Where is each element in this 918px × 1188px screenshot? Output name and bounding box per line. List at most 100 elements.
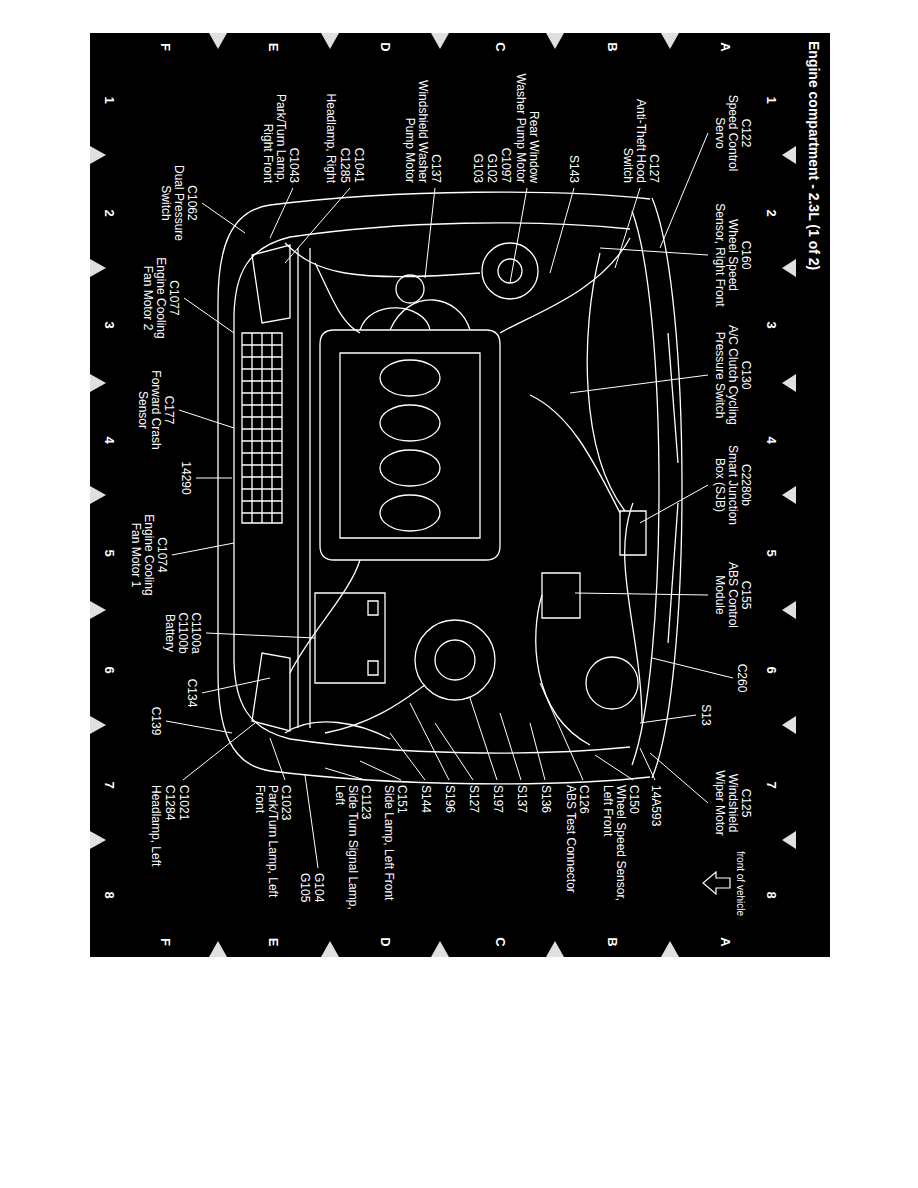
grid-reference: B	[605, 37, 620, 57]
grid-marker	[782, 486, 796, 504]
grid-marker	[782, 259, 796, 277]
callout-label: C2280b	[739, 435, 752, 535]
radiator-grille	[251, 333, 252, 523]
callout-label: Park/Turn Lamp, Right Front	[261, 68, 287, 183]
callout-label: C1097	[499, 68, 512, 183]
radiator-support	[297, 248, 298, 728]
leader-line	[660, 133, 708, 248]
intake-manifold	[390, 300, 470, 330]
cowl-line	[652, 198, 682, 778]
wire-harness	[500, 238, 630, 333]
leader-line	[500, 713, 521, 780]
grid-marker	[782, 716, 796, 734]
callout-label: C1023	[279, 785, 292, 915]
leader-line	[470, 698, 497, 780]
callout-label: C125	[739, 763, 752, 843]
grid-reference: D	[378, 37, 393, 57]
callout-label: C134	[185, 673, 198, 713]
cylinder-well	[380, 360, 440, 396]
grid-marker	[90, 716, 106, 734]
callout-label: Dual Pressure Switch	[159, 153, 185, 253]
callout-label: S143	[567, 68, 580, 183]
callout-label: S144	[419, 785, 432, 915]
callout-label: G104	[312, 873, 325, 923]
grid-reference: F	[158, 37, 173, 57]
callout-label: C130	[739, 320, 752, 430]
wire-harness	[530, 395, 620, 513]
grid-marker	[90, 374, 106, 392]
callout-label: Anti-Theft Hood Switch	[621, 68, 647, 183]
leader-line	[202, 678, 270, 693]
callout-label: S196	[443, 785, 456, 915]
leader-line	[600, 248, 708, 255]
fender-line	[270, 771, 650, 784]
callout-label: C155	[739, 550, 752, 640]
leader-line	[206, 633, 315, 638]
grid-marker	[546, 33, 564, 49]
diagram-panel: Engine compartment - 2.3L (1 of 2)ABCDEF…	[90, 33, 830, 957]
grid-reference: 4	[102, 430, 117, 450]
leader-line	[640, 485, 708, 523]
callout-label: Speed Control Servo	[713, 88, 739, 178]
leader-line	[530, 723, 545, 780]
callout-label: C260	[735, 658, 748, 698]
leader-line	[166, 721, 232, 733]
grid-marker	[661, 941, 679, 957]
grid-reference: 7	[102, 775, 117, 795]
callout-label: Engine Cooling Fan Motor 2	[141, 248, 167, 348]
bumper-line	[234, 237, 290, 739]
headlamp	[252, 245, 290, 323]
grid-reference: C	[493, 37, 508, 57]
grid-reference: E	[266, 37, 281, 57]
callout-label: Side Lamp, Left Front	[382, 785, 395, 915]
grid-reference: F	[158, 932, 173, 952]
callout-label: C127	[647, 68, 660, 183]
callout-label: C151	[395, 785, 408, 915]
callout-label: Wheel Speed Sensor, Left Front	[601, 785, 627, 915]
strut-tower	[498, 259, 522, 283]
callout-label: C1077	[167, 248, 180, 348]
leader-line	[196, 478, 232, 479]
intake-manifold	[360, 308, 430, 330]
callout-label: Wheel Speed Sensor, Right Front	[713, 200, 739, 310]
grid-reference: A	[718, 932, 733, 952]
radiator-grille	[242, 333, 282, 523]
junction-box	[620, 511, 646, 555]
callout-label: G105	[298, 873, 311, 923]
grid-marker	[431, 33, 449, 49]
callout-label: ABS Test Connector	[564, 785, 577, 915]
callout-label: C1041	[352, 68, 365, 183]
callout-label: G103	[471, 68, 484, 183]
callout-label: C1100a	[189, 603, 202, 663]
leader-line	[270, 188, 293, 238]
wiper-arm	[668, 503, 678, 643]
leader-line	[570, 375, 708, 393]
wire-harness	[587, 253, 625, 511]
throttle-body	[396, 275, 424, 303]
callout-label: A/C Clutch Cycling Pressure Switch	[713, 320, 739, 430]
grid-marker	[90, 259, 106, 277]
fender-line	[290, 739, 630, 753]
leader-line	[550, 188, 574, 273]
callout-label: C126	[577, 785, 590, 915]
callout-label: C122	[739, 88, 752, 178]
grid-reference: 5	[764, 543, 779, 563]
callout-label: C1284	[163, 785, 176, 915]
wire-harness	[290, 560, 360, 673]
callout-label: S137	[515, 785, 528, 915]
callout-label: C1062	[185, 153, 198, 253]
callout-label: Battery	[163, 603, 176, 663]
grid-marker	[782, 831, 796, 849]
wiper-arm	[668, 333, 678, 463]
grid-reference: 5	[102, 543, 117, 563]
callout-label: C1021	[177, 785, 190, 915]
callout-label: C177	[162, 360, 175, 460]
leader-line	[540, 683, 583, 780]
grid-marker	[782, 601, 796, 619]
grid-reference: B	[605, 932, 620, 952]
leader-line	[325, 768, 365, 780]
callout-label: C1100b	[176, 603, 189, 663]
leader-line	[640, 715, 696, 723]
grid-reference: 4	[764, 430, 779, 450]
grid-reference: 1	[102, 90, 117, 110]
